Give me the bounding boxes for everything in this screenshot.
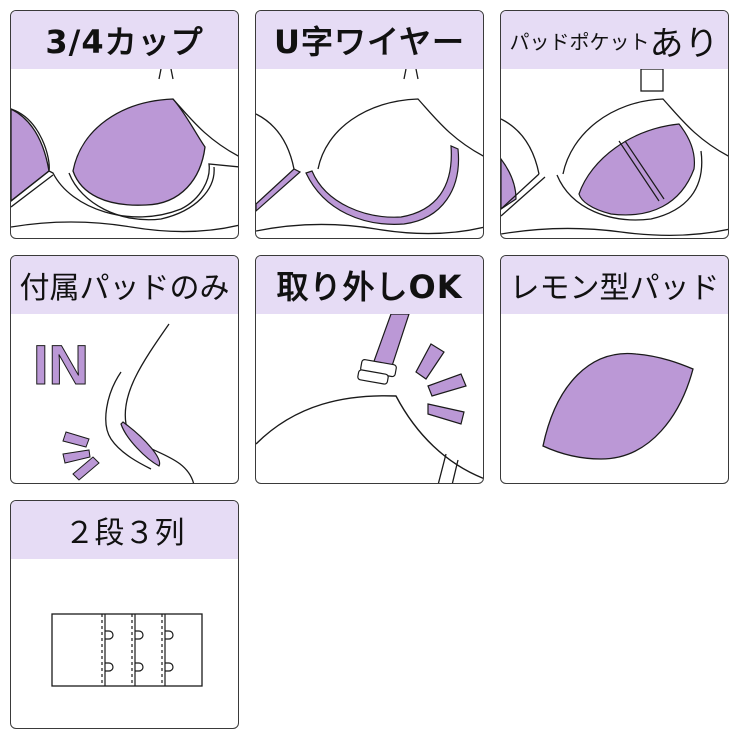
in-label: IN	[33, 333, 89, 396]
feature-panel-three-quarter-cup: 3/4カップ	[10, 10, 239, 239]
three-quarter-cup-bra-icon	[11, 69, 238, 233]
panel-header: U字ワイヤー	[256, 11, 483, 69]
panel-header: レモン型パッド	[501, 256, 728, 314]
feature-panel-u-wire: U字ワイヤー	[255, 10, 484, 239]
pad-insert-icon: IN	[33, 323, 194, 483]
panel-header: ２段３列	[11, 501, 238, 559]
feature-panel-hook-2x3: ２段３列	[10, 500, 239, 729]
panel-title: 付属パッドのみ	[19, 271, 230, 306]
hook-closure-icon	[51, 613, 203, 687]
feature-panel-pad-pocket: パッドポケットあり	[500, 10, 729, 239]
detachable-strap-icon	[256, 314, 483, 483]
feature-panel-lemon-pad: レモン型パッド	[500, 255, 729, 484]
panel-header: 付属パッドのみ	[11, 256, 238, 314]
panel-header: 3/4カップ	[11, 11, 238, 69]
panel-title: U字ワイヤー	[273, 23, 466, 61]
panel-title: ２段３列	[64, 516, 185, 551]
feature-panel-included-pad-only: 付属パッドのみ IN	[10, 255, 239, 484]
feature-panel-detachable: 取り外しOK	[255, 255, 484, 484]
panel-title-big: あり	[649, 23, 720, 64]
pad-pocket-bra-icon	[501, 69, 728, 236]
panel-header: パッドポケットあり	[501, 11, 728, 69]
panel-title: 3/4カップ	[45, 23, 204, 61]
panel-title: 取り外しOK	[276, 268, 463, 306]
panel-title-small: パッドポケット	[509, 29, 650, 54]
u-wire-bra-icon	[256, 69, 483, 235]
panel-title: レモン型パッド	[509, 271, 720, 306]
lemon-pad-icon	[542, 352, 694, 460]
panel-header: 取り外しOK	[256, 256, 483, 314]
